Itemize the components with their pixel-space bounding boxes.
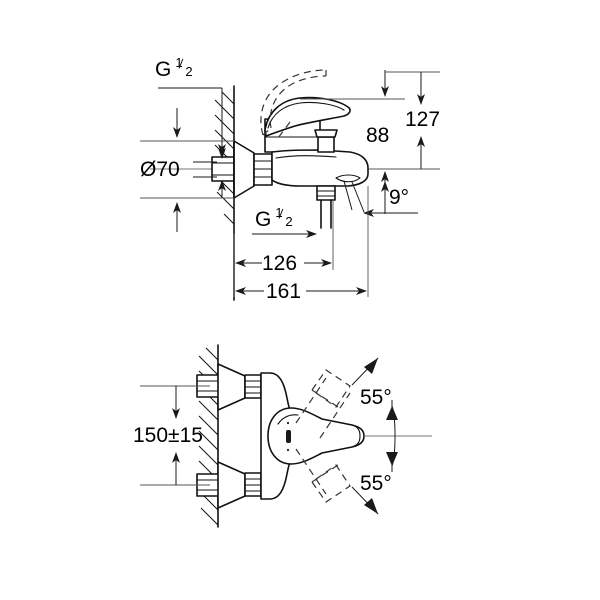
dim-depth-126 <box>233 200 334 270</box>
aerator-outlet <box>335 174 361 183</box>
label-angle-55-up: 55° <box>360 386 392 409</box>
label-thread-bottom: G 1 2 <box>255 205 297 232</box>
label-centres-150: 150±15 <box>133 424 203 447</box>
angle-arc-arrows <box>386 400 398 472</box>
dim-angle-9 <box>363 181 418 217</box>
lever-handle-front <box>267 407 365 465</box>
wall-top-view <box>214 85 235 301</box>
label-thread-top-denominator: 2 <box>185 64 193 79</box>
dim-diameter-70 <box>140 108 234 232</box>
label-angle-55-down: 55° <box>360 472 392 495</box>
label-angle-9: 9° <box>389 186 410 209</box>
dim-height-127 <box>385 71 440 170</box>
label-thread-bottom-g: G <box>255 208 272 231</box>
lever-dashed-positions <box>295 369 351 503</box>
front-elevation-view <box>140 344 432 528</box>
escutcheon-cone-upper <box>217 363 246 411</box>
dim-depth-161 <box>233 186 369 297</box>
escutcheon-cone-lower <box>217 461 246 509</box>
label-thread-top-numerator: 1 <box>175 55 183 70</box>
label-thread-bottom-denominator: 2 <box>285 214 293 229</box>
s-union-nut-upper <box>244 374 262 399</box>
escutcheon-cone <box>233 140 255 199</box>
side-elevation-view <box>140 69 440 301</box>
handle-index-mark <box>286 421 291 452</box>
label-thread-top-g: G <box>155 58 172 81</box>
s-union-nut-lower <box>244 472 262 497</box>
angle-arrowheads <box>364 358 378 514</box>
label-depth-161: 161 <box>266 280 302 303</box>
label-diameter-70: Ø70 <box>140 158 180 181</box>
label-thread-top: G 1 2 <box>155 55 197 82</box>
s-union-connector <box>253 153 273 186</box>
label-depth-126: 126 <box>262 252 298 275</box>
label-height-88: 88 <box>366 124 390 147</box>
dim-centres-150 <box>140 385 210 486</box>
handle-raised-dashed-outline <box>260 69 327 139</box>
shower-outlet-connector <box>316 185 336 229</box>
label-thread-bottom-numerator: 1 <box>275 205 283 220</box>
diverter-knob <box>314 129 338 153</box>
leader-lines-top <box>343 180 365 213</box>
dim-thread-top <box>158 87 226 158</box>
label-height-127: 127 <box>405 108 441 131</box>
